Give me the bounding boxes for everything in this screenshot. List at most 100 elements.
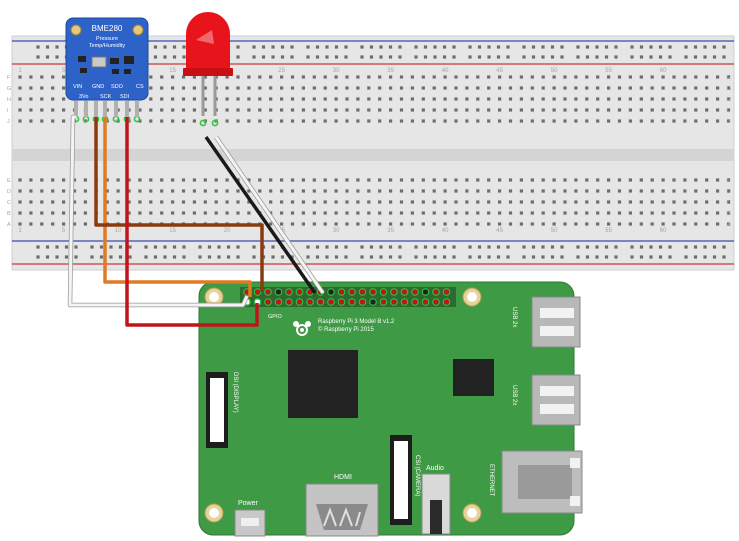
- rail-hole: [36, 55, 40, 59]
- red-led: [183, 12, 233, 116]
- breadboard-hole: [683, 178, 687, 182]
- breadboard-hole: [334, 86, 338, 90]
- breadboard-hole: [280, 222, 284, 226]
- breadboard-hole: [378, 189, 382, 193]
- breadboard-hole: [258, 119, 262, 123]
- breadboard-hole: [269, 97, 273, 101]
- breadboard-hole: [508, 211, 513, 215]
- breadboard-hole: [171, 97, 175, 101]
- breadboard-hole: [18, 211, 22, 215]
- wires: [67, 114, 325, 327]
- breadboard-hole: [127, 189, 131, 193]
- breadboard-hole: [367, 189, 371, 193]
- breadboard-hole: [585, 222, 589, 226]
- breadboard-hole: [519, 119, 523, 123]
- breadboard-hole: [236, 108, 240, 112]
- gpio-pin: [286, 289, 292, 295]
- breadboard-hole: [465, 178, 469, 182]
- rail-hole: [649, 255, 653, 259]
- breadboard-column-label: 50: [551, 68, 558, 74]
- gpio-pin: [412, 299, 418, 305]
- breadboard-hole: [443, 108, 447, 112]
- rail-hole: [236, 45, 240, 49]
- breadboard-hole: [367, 178, 371, 182]
- sensor-header-pins: [74, 101, 139, 117]
- breadboard-hole: [465, 108, 469, 112]
- breadboard-hole: [280, 108, 284, 112]
- breadboard-hole: [203, 86, 207, 90]
- rail-hole: [379, 255, 383, 259]
- rail-hole: [496, 45, 501, 49]
- breadboard-hole: [181, 189, 186, 193]
- gpio-label: GPIO: [268, 314, 282, 320]
- breadboard-hole: [378, 108, 382, 112]
- breadboard-hole: [171, 200, 175, 204]
- breadboard-hole: [607, 108, 611, 112]
- breadboard-hole: [530, 119, 534, 123]
- breadboard-hole: [269, 75, 273, 79]
- rail-hole: [182, 255, 186, 259]
- breadboard-hole: [399, 119, 404, 123]
- connection-highlight: [199, 119, 207, 127]
- breadboard-hole: [345, 200, 349, 204]
- breadboard-hole: [443, 119, 447, 123]
- breadboard-hole: [476, 119, 480, 123]
- breadboard-hole: [639, 119, 643, 123]
- connection-highlight: [211, 119, 219, 127]
- breadboard-hole: [280, 178, 284, 182]
- gpio-pin-ring: [421, 298, 430, 306]
- audio-label: Audio: [426, 465, 444, 472]
- rail-hole: [468, 255, 472, 259]
- gpio-pin: [297, 289, 302, 295]
- rail-hole: [522, 45, 526, 49]
- breadboard-hole: [443, 75, 447, 79]
- gpio-pin: [349, 289, 355, 295]
- breadboard-hole: [290, 200, 295, 204]
- breadboard-hole: [421, 200, 425, 204]
- breadboard-hole: [225, 211, 229, 215]
- breadboard-row-label: I: [7, 108, 9, 114]
- breadboard-row-label: F: [7, 75, 11, 81]
- gpio-pin: [244, 299, 250, 305]
- breadboard-hole: [541, 119, 545, 123]
- gpio-pin-ring: [327, 298, 335, 306]
- sensor-chip: [91, 56, 107, 68]
- rail-hole: [64, 245, 69, 249]
- breadboard-hole: [160, 75, 164, 79]
- gpio-pin: [381, 299, 386, 305]
- breadboard-hole: [563, 222, 567, 226]
- breadboard-hole: [519, 97, 523, 101]
- breadboard-hole: [280, 211, 284, 215]
- breadboard-hole: [465, 189, 469, 193]
- breadboard-hole: [530, 86, 534, 90]
- breadboard-hole: [432, 108, 436, 112]
- rail-hole: [306, 255, 310, 259]
- rail-hole: [344, 55, 348, 59]
- breadboard-hole: [432, 189, 436, 193]
- breadboard-hole: [617, 108, 622, 112]
- breadboard-hole: [421, 178, 425, 182]
- breadboard-hole: [574, 86, 578, 90]
- breadboard-hole: [639, 211, 643, 215]
- breadboard-hole: [18, 178, 22, 182]
- breadboard-hole: [138, 189, 142, 193]
- breadboard-hole: [552, 178, 556, 182]
- breadboard-hole: [465, 119, 469, 123]
- breadboard-hole: [487, 75, 491, 79]
- breadboard-hole: [127, 211, 131, 215]
- rail-hole: [414, 255, 418, 259]
- breadboard-hole: [487, 108, 491, 112]
- gpio-pin: [349, 299, 355, 305]
- rail-hole: [45, 45, 50, 49]
- breadboard-hole: [367, 108, 371, 112]
- gpio-pin: [360, 289, 365, 295]
- breadboard-hole: [280, 75, 284, 79]
- breadboard-hole: [726, 75, 731, 79]
- gpio-pin-ring: [295, 298, 304, 306]
- rail-hole: [182, 45, 186, 49]
- gpio-pin: [265, 299, 271, 305]
- rail-hole: [477, 45, 482, 49]
- breadboard-hole: [410, 97, 414, 101]
- breadboard-hole: [301, 222, 305, 226]
- breadboard-hole: [192, 211, 196, 215]
